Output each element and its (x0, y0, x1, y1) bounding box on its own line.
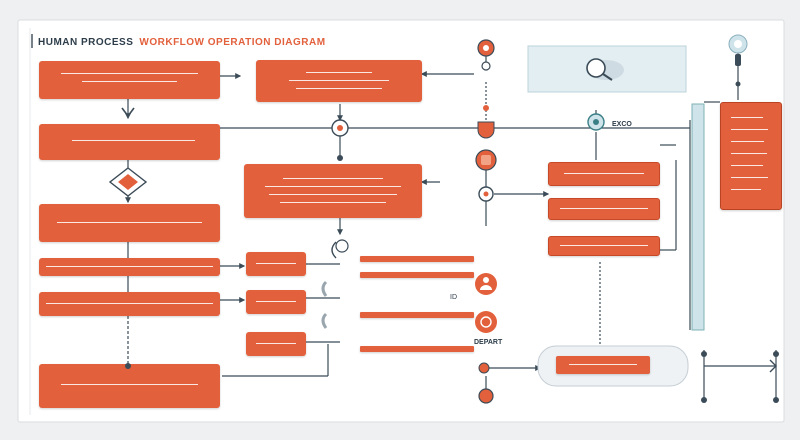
mid-node-2[interactable] (244, 164, 422, 218)
right-tall-card[interactable] (720, 102, 782, 210)
right-stack-node-3[interactable] (548, 236, 660, 256)
left-node-4[interactable] (39, 258, 220, 276)
mid-node-1[interactable] (256, 60, 422, 102)
connectors (125, 52, 777, 402)
left-node-5[interactable] (39, 292, 220, 316)
left-node-3[interactable] (39, 204, 220, 242)
arrow-label: ID (450, 294, 457, 301)
title-left: HUMAN PROCESS (38, 37, 134, 48)
callout-label: DEPART (474, 339, 503, 346)
list-bar-1[interactable] (360, 256, 474, 262)
mid-small-node-3[interactable] (246, 332, 306, 356)
list-bar-3[interactable] (360, 312, 474, 318)
left-node-6[interactable] (39, 364, 220, 408)
right-stack-node-2[interactable] (548, 198, 660, 220)
diagram-title: HUMAN PROCESS WORKFLOW OPERATION DIAGRAM (38, 36, 358, 50)
mid-small-node-1[interactable] (246, 252, 306, 276)
right-stack-node-1[interactable] (548, 162, 660, 186)
teal-lane-bar (691, 103, 705, 331)
right-card-label: EXCO (612, 121, 632, 128)
left-node-1[interactable] (39, 61, 220, 99)
title-right: WORKFLOW OPERATION DIAGRAM (139, 37, 326, 48)
white-list-block (356, 226, 534, 360)
mid-small-node-2[interactable] (246, 290, 306, 314)
blue-info-panel (527, 45, 687, 93)
pill-inner-bar[interactable] (556, 356, 650, 374)
left-node-2[interactable] (39, 124, 220, 160)
list-bar-2[interactable] (360, 272, 474, 278)
list-bar-4[interactable] (360, 346, 474, 352)
